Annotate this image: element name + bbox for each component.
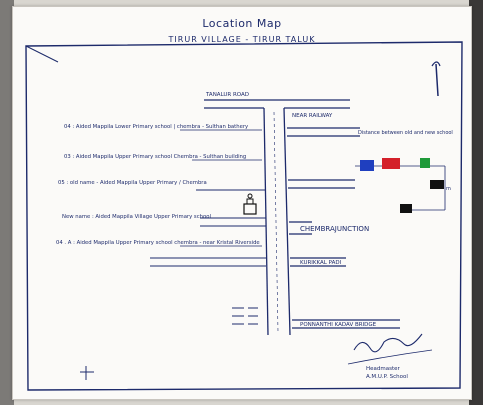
signature-scribble — [353, 333, 423, 353]
legend-swatch-red — [382, 158, 400, 169]
school-note-4: New name : Aided Mappila Village Upper P… — [62, 214, 211, 220]
school-note-5: 04 . A : Aided Mappila Upper Primary sch… — [56, 240, 260, 246]
signature-underline — [347, 349, 433, 365]
corner-mark — [25, 45, 59, 63]
river-marks — [232, 307, 258, 325]
main-road-left-edge — [263, 107, 269, 336]
compass-mark-icon — [80, 366, 94, 380]
legend-swatch-black-1 — [430, 180, 444, 189]
main-road-right-edge — [283, 107, 291, 336]
road-label-bottom: PONNANTHI KADAV BRIDGE — [300, 322, 377, 328]
legend-title: Distance between old and new school — [358, 130, 453, 136]
map-border — [25, 41, 463, 391]
school-note-2: 03 : Aided Mappila Upper Primary school … — [64, 154, 246, 160]
map-sheet: Location Map TIRUR VILLAGE - TIRUR TALUK — [12, 6, 472, 400]
legend-unit: m — [446, 186, 451, 192]
school-note-3: 05 : old name - Aided Mappila Upper Prim… — [58, 180, 207, 186]
map-title: Location Map — [202, 17, 282, 30]
map-subtitle: TIRUR VILLAGE - TIRUR TALUK — [168, 35, 316, 44]
road-label-lower: KURIKKAL PADI — [300, 260, 342, 266]
school-building-icon — [243, 193, 257, 215]
photo-edge-right — [469, 0, 483, 405]
signature-line-2: A.M.U.P. School — [366, 374, 408, 380]
road-label-top-left: TANALUR ROAD — [205, 92, 249, 98]
signature-line-1: Headmaster — [366, 366, 401, 372]
photo-edge-left — [0, 0, 14, 405]
legend-swatch-black-2 — [400, 204, 412, 213]
road-label-junction: CHEMBRAJUNCTION — [300, 225, 369, 233]
main-road-centerline — [273, 111, 279, 333]
legend-swatch-blue — [360, 160, 374, 171]
legend-swatch-green — [420, 158, 430, 168]
north-arrow-icon — [431, 61, 441, 97]
road-label-top-right: NEAR RAILWAY — [292, 113, 333, 119]
school-note-1: 04 : Aided Mappila Lower Primary school … — [64, 124, 248, 130]
